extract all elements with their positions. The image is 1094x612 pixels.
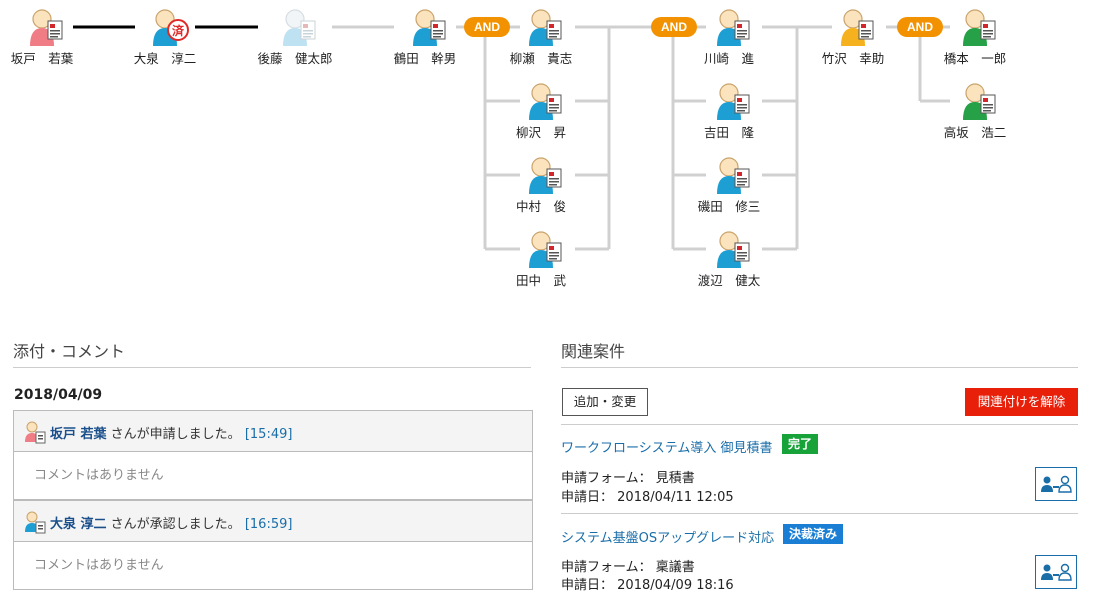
approver-icon: [963, 83, 996, 120]
case-form-row: 申請フォーム： 稟議書: [561, 556, 695, 575]
approver-node[interactable]: 川崎 進: [684, 8, 774, 78]
approver-icon: [529, 9, 562, 46]
divider: [561, 424, 1078, 425]
approver-name: 中村 俊: [515, 199, 566, 214]
approver-name: 吉田 隆: [703, 125, 754, 140]
approver-icon: [841, 9, 874, 46]
approver-node[interactable]: 柳沢 昇: [496, 82, 586, 152]
comment-author[interactable]: 坂戸 若葉: [50, 427, 107, 442]
comment-date: 2018/04/09: [14, 387, 103, 403]
approver-icon: [717, 157, 750, 194]
form-label: 申請フォーム：: [561, 560, 652, 575]
comment-action: さんが承認しました。: [110, 517, 241, 532]
comment-author[interactable]: 大泉 淳二: [50, 517, 107, 532]
date-label: 申請日：: [561, 490, 614, 505]
approver-node[interactable]: 坂戸 若葉: [0, 8, 87, 78]
approver-icon: [717, 9, 750, 46]
approver-icon: [413, 9, 446, 46]
approver-icon: [529, 157, 562, 194]
approver-node[interactable]: 磯田 修三: [684, 156, 774, 226]
approver-name: 柳瀬 貴志: [509, 51, 573, 66]
and-badge: AND: [464, 17, 510, 37]
approver-node[interactable]: 吉田 隆: [684, 82, 774, 152]
comment-time: [15:49]: [244, 427, 293, 442]
users-icon: [1041, 475, 1072, 493]
and-badge: AND: [897, 17, 943, 37]
comment-header: 大泉 淳二 さんが承認しました。 [16:59]: [14, 501, 532, 542]
approver-node[interactable]: 鶴田 幹男: [380, 8, 470, 78]
approver-node[interactable]: 竹沢 幸助: [808, 8, 898, 78]
case-date-row: 申請日： 2018/04/11 12:05: [561, 486, 734, 505]
participant-link-button[interactable]: [1035, 555, 1077, 589]
approver-node[interactable]: 中村 俊: [496, 156, 586, 226]
approver-name: 渡辺 健太: [697, 273, 761, 288]
form-value: 稟議書: [655, 560, 695, 575]
comment-entry: 坂戸 若葉 さんが申請しました。 [15:49] コメントはありません: [13, 410, 533, 500]
approver-icon: [529, 231, 562, 268]
comment-body: コメントはありません: [34, 468, 164, 483]
approver-name: 川崎 進: [703, 51, 754, 66]
status-badge: 決裁済み: [783, 524, 844, 544]
approver-name: 大泉 淳二: [133, 51, 197, 66]
approver-name: 磯田 修三: [697, 199, 761, 214]
approver-name: 橋本 一郎: [943, 51, 1007, 66]
approver-icon: [529, 83, 562, 120]
participant-link-button[interactable]: [1035, 467, 1077, 501]
date-label: 申請日：: [561, 578, 614, 593]
comment-action: さんが申請しました。: [110, 427, 241, 442]
comments-section-title: 添付・コメント: [13, 342, 126, 361]
approver-name: 坂戸 若葉: [10, 51, 74, 66]
approver-node[interactable]: 田中 武: [496, 230, 586, 300]
and-badge: AND: [651, 17, 697, 37]
approver-name: 鶴田 幹男: [393, 51, 457, 66]
approver-node[interactable]: 柳瀬 貴志: [496, 8, 586, 78]
approver-icon: [283, 9, 316, 46]
case-title-link[interactable]: システム基盤OSアップグレード対応: [561, 531, 775, 546]
date-value: 2018/04/09 18:16: [617, 578, 734, 593]
approver-icon: [963, 9, 996, 46]
approver-name: 高坂 浩二: [943, 125, 1007, 140]
approver-name: 竹沢 幸助: [821, 51, 885, 66]
approved-stamp: 済: [172, 23, 185, 38]
divider: [561, 513, 1078, 514]
form-label: 申請フォーム：: [561, 471, 652, 486]
case-form-row: 申請フォーム： 見積書: [561, 467, 695, 486]
status-badge: 完了: [782, 434, 819, 454]
form-value: 見積書: [655, 471, 695, 486]
comment-entry: 大泉 淳二 さんが承認しました。 [16:59] コメントはありません: [13, 500, 533, 590]
user-doc-icon: [25, 511, 46, 534]
user-doc-icon: [25, 421, 46, 444]
comment-header: 坂戸 若葉 さんが申請しました。 [15:49]: [14, 411, 532, 452]
add-change-button[interactable]: 追加・変更: [562, 388, 648, 416]
approver-name: 柳沢 昇: [515, 125, 566, 140]
comment-body: コメントはありません: [34, 558, 164, 573]
approver-icon: [717, 83, 750, 120]
approver-node[interactable]: 済 大泉 淳二: [120, 8, 210, 78]
approver-node[interactable]: 後藤 健太郎: [250, 8, 340, 78]
approver-node[interactable]: 橋本 一郎: [930, 8, 1020, 78]
divider: [561, 367, 1078, 368]
approver-node[interactable]: 高坂 浩二: [930, 82, 1020, 152]
comment-time: [16:59]: [244, 517, 293, 532]
approver-name: 田中 武: [515, 273, 566, 288]
approver-icon: [30, 9, 63, 46]
date-value: 2018/04/11 12:05: [617, 490, 734, 505]
related-section-title: 関連案件: [561, 342, 626, 361]
unlink-button[interactable]: 関連付けを解除: [965, 388, 1078, 416]
approver-icon: [717, 231, 750, 268]
case-title-link[interactable]: ワークフローシステム導入 御見積書: [561, 441, 773, 456]
divider: [13, 367, 531, 368]
approver-name: 後藤 健太郎: [257, 51, 333, 66]
approver-node[interactable]: 渡辺 健太: [684, 230, 774, 300]
approver-icon: 済: [153, 9, 189, 46]
case-date-row: 申請日： 2018/04/09 18:16: [561, 574, 734, 593]
users-icon: [1041, 563, 1072, 581]
